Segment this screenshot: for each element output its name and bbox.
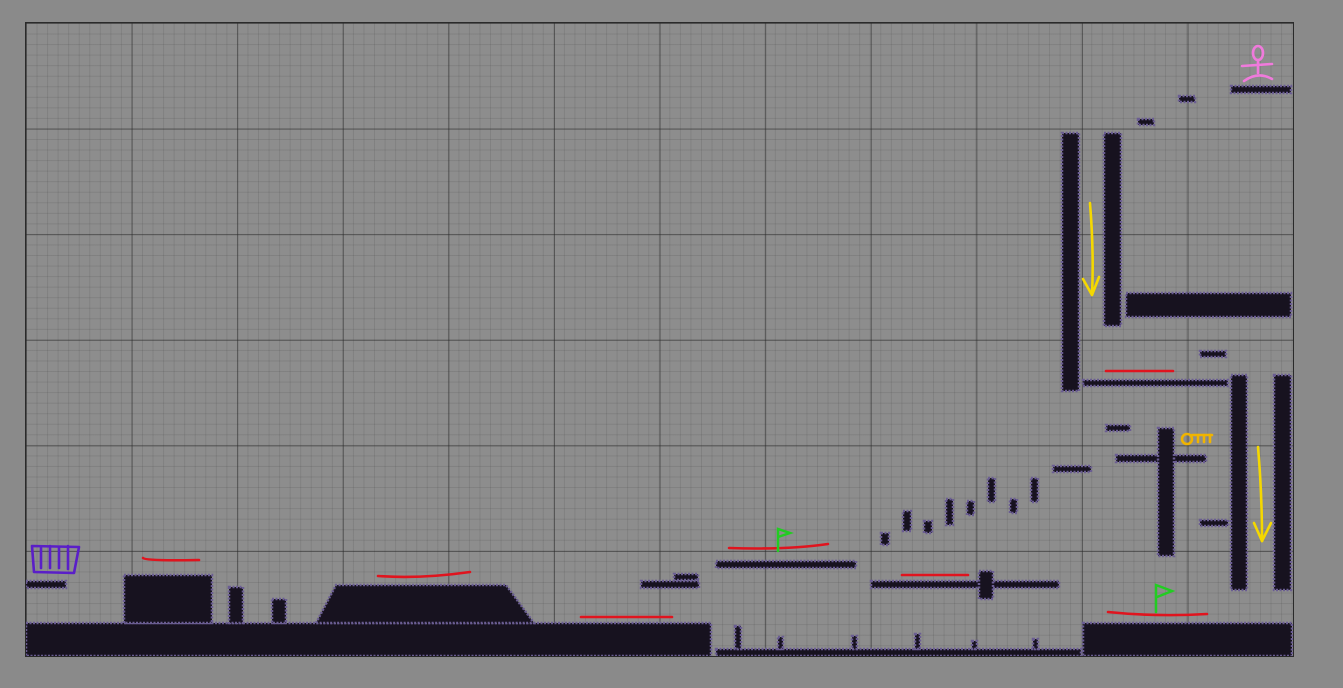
wall-tall bbox=[1060, 131, 1081, 393]
ledge bbox=[1198, 349, 1228, 359]
ledge-start bbox=[26, 579, 68, 590]
step bbox=[901, 509, 913, 533]
flag-icon bbox=[776, 527, 794, 553]
flag-icon bbox=[1154, 583, 1176, 614]
spike bbox=[733, 624, 743, 651]
spike bbox=[776, 635, 785, 651]
hazard-markers bbox=[141, 369, 1209, 619]
step bbox=[986, 476, 997, 504]
down-arrow-icon bbox=[1252, 445, 1273, 543]
ledge-top bbox=[1177, 94, 1197, 104]
key-icon bbox=[1180, 432, 1214, 446]
hazard-marker bbox=[376, 570, 472, 579]
start-gate-icon bbox=[30, 544, 81, 575]
ledge bbox=[1198, 518, 1230, 528]
ground-right bbox=[1081, 621, 1293, 656]
spike bbox=[913, 632, 922, 651]
hazard-marker bbox=[141, 556, 201, 562]
beam-mid bbox=[1081, 378, 1230, 388]
wall-inner bbox=[1102, 131, 1123, 328]
wall-right-b bbox=[1272, 373, 1293, 592]
ledge bbox=[1104, 423, 1132, 433]
spike bbox=[850, 634, 859, 651]
spike bbox=[970, 639, 979, 651]
pillar-small bbox=[227, 585, 245, 625]
ground-left bbox=[26, 621, 713, 656]
step bbox=[965, 499, 976, 517]
step bbox=[944, 497, 955, 527]
level-canvas bbox=[25, 22, 1294, 657]
hazard-marker bbox=[1106, 610, 1209, 617]
goal-ledge bbox=[1229, 84, 1293, 95]
terrain bbox=[26, 84, 1293, 656]
platform-right-low bbox=[869, 579, 1061, 590]
down-arrow-icon bbox=[1081, 201, 1101, 297]
ledge bbox=[672, 572, 700, 582]
ledge bbox=[1051, 464, 1093, 474]
column-key bbox=[1156, 426, 1176, 558]
player-goal-icon bbox=[1240, 44, 1274, 83]
ledge-top bbox=[1136, 117, 1156, 127]
block-left bbox=[122, 573, 214, 625]
step bbox=[1008, 497, 1019, 515]
ledge bbox=[639, 579, 701, 590]
step bbox=[922, 519, 934, 535]
platform-mid bbox=[714, 559, 858, 570]
beam-upper bbox=[1124, 291, 1293, 319]
pit-floor bbox=[714, 647, 1083, 656]
post bbox=[977, 569, 995, 601]
mound bbox=[313, 583, 537, 625]
pillar-small bbox=[270, 597, 288, 625]
step bbox=[879, 531, 891, 547]
step bbox=[1029, 476, 1040, 504]
spike bbox=[1031, 637, 1040, 651]
wall-right-a bbox=[1229, 373, 1249, 592]
hazard-marker bbox=[727, 542, 830, 550]
